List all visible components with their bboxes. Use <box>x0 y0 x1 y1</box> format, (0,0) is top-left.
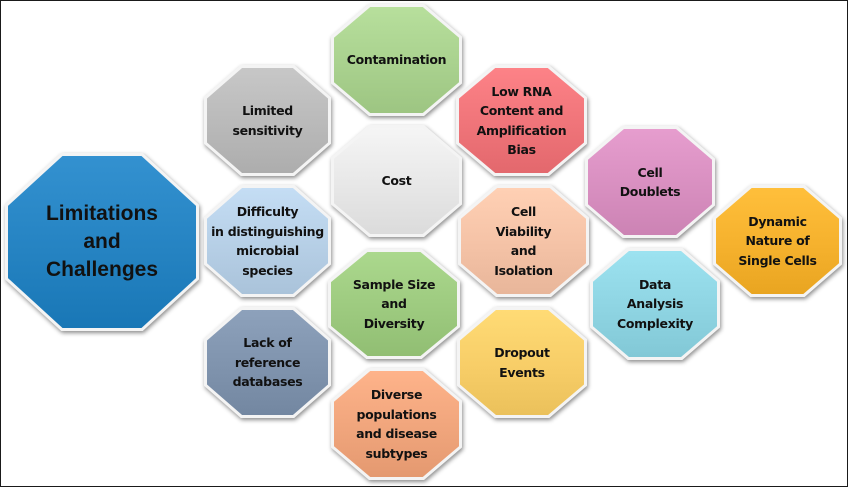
node-label: Low RNA Content and Amplification Bias <box>476 83 567 158</box>
node-label: Contamination <box>346 52 447 68</box>
node-cost: Cost <box>331 125 462 237</box>
node-label: Limited sensitivity <box>232 103 303 138</box>
node-limited-sensitivity: Limited sensitivity <box>204 65 331 176</box>
center-node-label: Limitations and Challenges <box>45 202 159 281</box>
node-label: Diverse populations and disease subtypes <box>356 387 437 461</box>
node-cell-doublets: Cell Doublets <box>585 126 715 238</box>
node-difficulty-distinguishing: Difficulty in distinguishing microbial s… <box>204 185 331 297</box>
node-label: Cost <box>381 173 412 189</box>
node-label: Dynamic Nature of Single Cells <box>738 213 817 268</box>
node-cell-viability: Cell Viability and Isolation <box>458 185 589 297</box>
node-label: Cell Doublets <box>619 164 681 200</box>
node-data-analysis-complexity: Data Analysis Complexity <box>590 248 720 360</box>
node-label: Cell Viability and Isolation <box>494 204 553 278</box>
node-label: Dropout Events <box>494 345 550 380</box>
node-contamination: Contamination <box>331 4 462 116</box>
node-dropout-events: Dropout Events <box>457 307 587 418</box>
node-label: Lack of reference databases <box>232 335 303 390</box>
node-low-rna-content: Low RNA Content and Amplification Bias <box>456 65 587 176</box>
node-label: Sample Size and Diversity <box>352 276 436 331</box>
center-node-limitations-and-challenges: Limitations and Challenges <box>5 153 199 331</box>
node-label: Difficulty in distinguishing microbial s… <box>211 204 324 278</box>
node-sample-size-diversity: Sample Size and Diversity <box>328 249 460 359</box>
node-label: Data Analysis Complexity <box>617 276 693 331</box>
node-dynamic-nature: Dynamic Nature of Single Cells <box>713 185 842 297</box>
node-diverse-populations: Diverse populations and disease subtypes <box>331 368 462 480</box>
node-lack-reference-databases: Lack of reference databases <box>204 307 331 418</box>
